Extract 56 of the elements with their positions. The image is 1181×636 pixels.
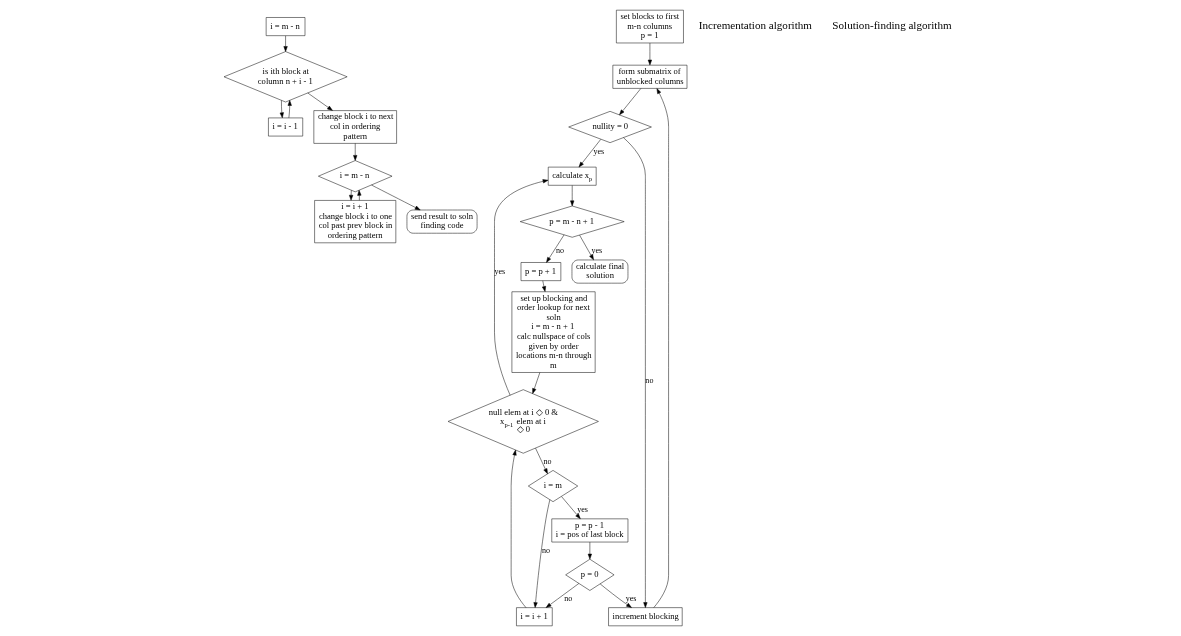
arrow [349, 190, 354, 201]
node-box: set blocks to first m-n columns p = 1 [616, 9, 684, 44]
node-box: p = p + 1 [520, 262, 562, 281]
node-diamond: p = 0 [565, 558, 615, 591]
arrow [283, 35, 288, 52]
edge-label: no [556, 246, 565, 256]
edge-label: yes [494, 266, 506, 276]
edge-label: no [564, 593, 573, 603]
node-diamond: p = m - n + 1 [520, 205, 625, 238]
edge-label: yes [625, 593, 637, 603]
arrow [533, 499, 551, 608]
node-box: calculate final solution [571, 259, 629, 284]
arrow [542, 280, 546, 292]
edge-label: yes [591, 246, 603, 256]
arrow [279, 100, 284, 119]
node-box: calculate x$_{p}$ [548, 166, 597, 186]
arrow [545, 583, 580, 608]
node-box: i = i - 1 [268, 117, 303, 137]
arrow [371, 184, 421, 211]
label: Incrementation algorithm [698, 19, 812, 32]
node-box: form submatrix of unblocked columns [612, 64, 688, 89]
arrow [579, 234, 594, 261]
node-diamond: is ith block at column n + i - 1 [223, 51, 348, 103]
arrow [546, 234, 565, 263]
node-box: i = m - n [265, 17, 306, 36]
arrow [570, 185, 575, 207]
node-box: increment blocking [608, 607, 683, 627]
arrow [587, 541, 592, 560]
arrow [623, 137, 648, 608]
arrow [578, 139, 601, 168]
edge-label: yes [593, 146, 605, 156]
arrow [532, 372, 541, 394]
node-box: i = i + 1 change block i to one col past prev block in ordering pattern [314, 200, 397, 244]
edge-label: no [541, 545, 550, 555]
arrow [510, 449, 527, 608]
node-box: i = i + 1 [516, 607, 553, 627]
arrow [287, 100, 292, 119]
arrow [494, 179, 549, 396]
edge-label: no [543, 456, 552, 466]
node-box: send result to soln finding code [406, 209, 478, 234]
edge-label: no [645, 376, 654, 385]
arrow [307, 92, 333, 111]
node-box: change block i to next col in ordering pattern [313, 110, 397, 144]
arrow [619, 88, 642, 116]
label: Solution-finding algorithm [832, 19, 952, 32]
arrow [353, 143, 358, 161]
node-box: p = p - 1 i = pos of last block [551, 518, 629, 543]
arrow [535, 447, 548, 474]
node-diamond: i = m - n [318, 160, 393, 193]
arrow [357, 190, 362, 201]
arrow [647, 42, 652, 66]
node-box: set up blocking and order lookup for next soln i = m - n + 1 calc nullspace of cols given by order locations m-n through m [511, 291, 596, 373]
arrow [561, 496, 581, 519]
arrow [599, 583, 632, 608]
edge-label: yes [577, 505, 588, 515]
arrow [653, 88, 669, 608]
